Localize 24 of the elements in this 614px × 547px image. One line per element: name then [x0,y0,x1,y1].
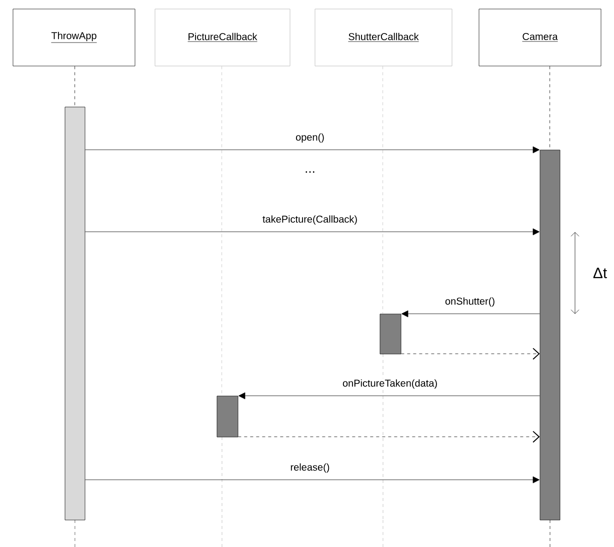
return-arrow [238,430,540,443]
lifeline [74,66,75,107]
message-arrow [401,310,540,318]
activation-bar [540,150,560,520]
message-label: onShutter() [444,296,496,308]
message-label: onPictureTaken(data) [341,378,439,390]
message-arrow [85,228,540,236]
lifeline-header: ShutterCallback [314,8,452,66]
lifeline-header: Camera [478,8,602,66]
ellipsis: ... [306,171,314,173]
activation-bar [64,106,86,520]
message-label: takePicture(Callback) [261,214,359,226]
activation-bar [380,314,402,354]
time-label: Δt [593,268,607,278]
lifeline-header: ThrowApp [12,8,136,66]
message-arrow [238,392,540,400]
message-label: open() [294,132,326,144]
lifeline [382,66,383,314]
message-label: release() [289,462,331,474]
lifeline-header: PictureCallback [154,8,290,66]
message-arrow [85,476,540,484]
message-arrow [85,146,540,154]
activation-bar [216,396,238,438]
return-arrow [401,348,540,360]
